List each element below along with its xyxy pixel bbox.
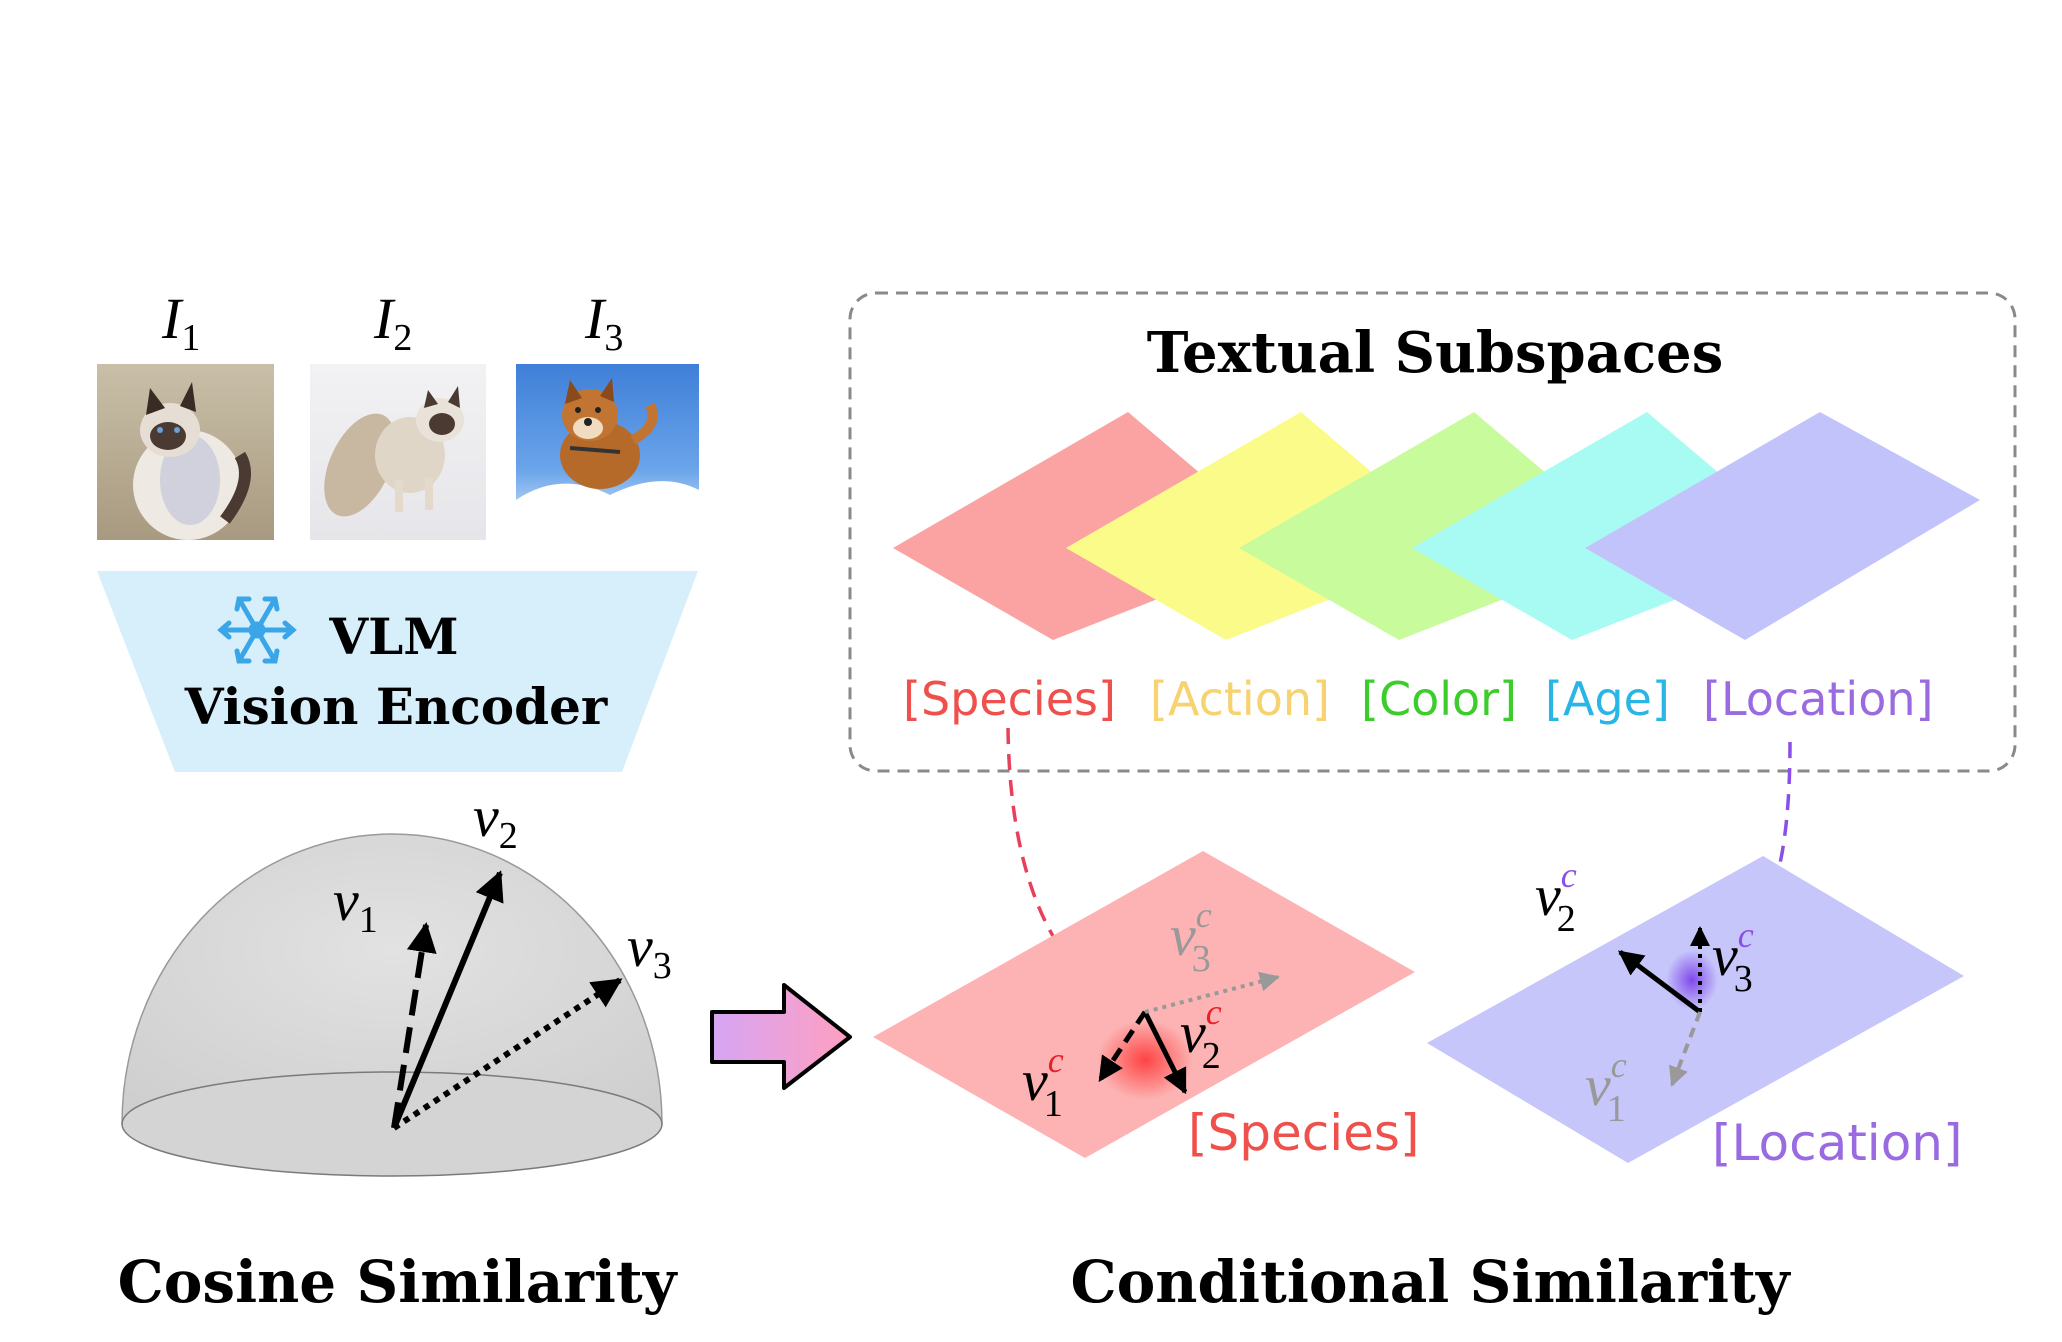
plane-location: [1585, 412, 1980, 640]
species-v2-solid: [1142, 1010, 1188, 1095]
location-glow: [1666, 950, 1718, 1010]
connector-species: [1006, 727, 1077, 970]
vision-encoder-block: [97, 571, 698, 772]
image-labels: I1 I2 I3: [161, 286, 623, 359]
subspace-label-action: [Action]: [1150, 672, 1330, 726]
species-glow: [1097, 1020, 1193, 1100]
transition-arrow: [710, 983, 852, 1090]
location-v2-solid: [1618, 950, 1702, 1014]
label-v3: v3: [627, 914, 672, 987]
species-v1-dashed: [1097, 1010, 1148, 1083]
right-caption: Conditional Similarity: [1070, 1248, 1791, 1316]
species-plane-label: [Species]: [1188, 1104, 1419, 1162]
encoder-line-1: VLM: [328, 607, 458, 666]
image-1-cat-sitting: [97, 364, 274, 540]
connector-location: [1774, 741, 1792, 881]
vector-v2-solid: [391, 870, 504, 1130]
subspace-label-age: [Age]: [1545, 672, 1670, 726]
vector-v3-dotted: [392, 977, 623, 1131]
label-v2: v2: [473, 784, 518, 857]
image-3-label: I3: [584, 286, 623, 359]
subspaces-box: [848, 291, 2017, 773]
left-caption: Cosine Similarity: [118, 1248, 679, 1316]
subspace-labels: [Species] [Action] [Color] [Age] [Locati…: [903, 672, 1933, 726]
species-plane: [873, 851, 1415, 1158]
sphere-vectors: [391, 870, 623, 1131]
vector-v1-dashed: [391, 922, 437, 1129]
subspaces-title: Textual Subspaces: [1147, 320, 1723, 386]
image-3-dog-snow: [516, 364, 699, 540]
image-1-label: I1: [161, 286, 200, 359]
subspace-label-color: [Color]: [1361, 672, 1517, 726]
subspace-label-species: [Species]: [903, 672, 1116, 726]
snowflake-icon: [217, 596, 297, 664]
subspace-label-location: [Location]: [1703, 672, 1933, 726]
image-2-label: I2: [373, 286, 412, 359]
subspace-planes: [893, 412, 1980, 640]
location-plane-label: [Location]: [1712, 1114, 1963, 1172]
location-v1-dashed: [1669, 1011, 1702, 1087]
encoder-line-2: Vision Encoder: [184, 677, 608, 736]
image-2-cat-walking: [310, 364, 486, 540]
label-v1: v1: [333, 868, 378, 941]
